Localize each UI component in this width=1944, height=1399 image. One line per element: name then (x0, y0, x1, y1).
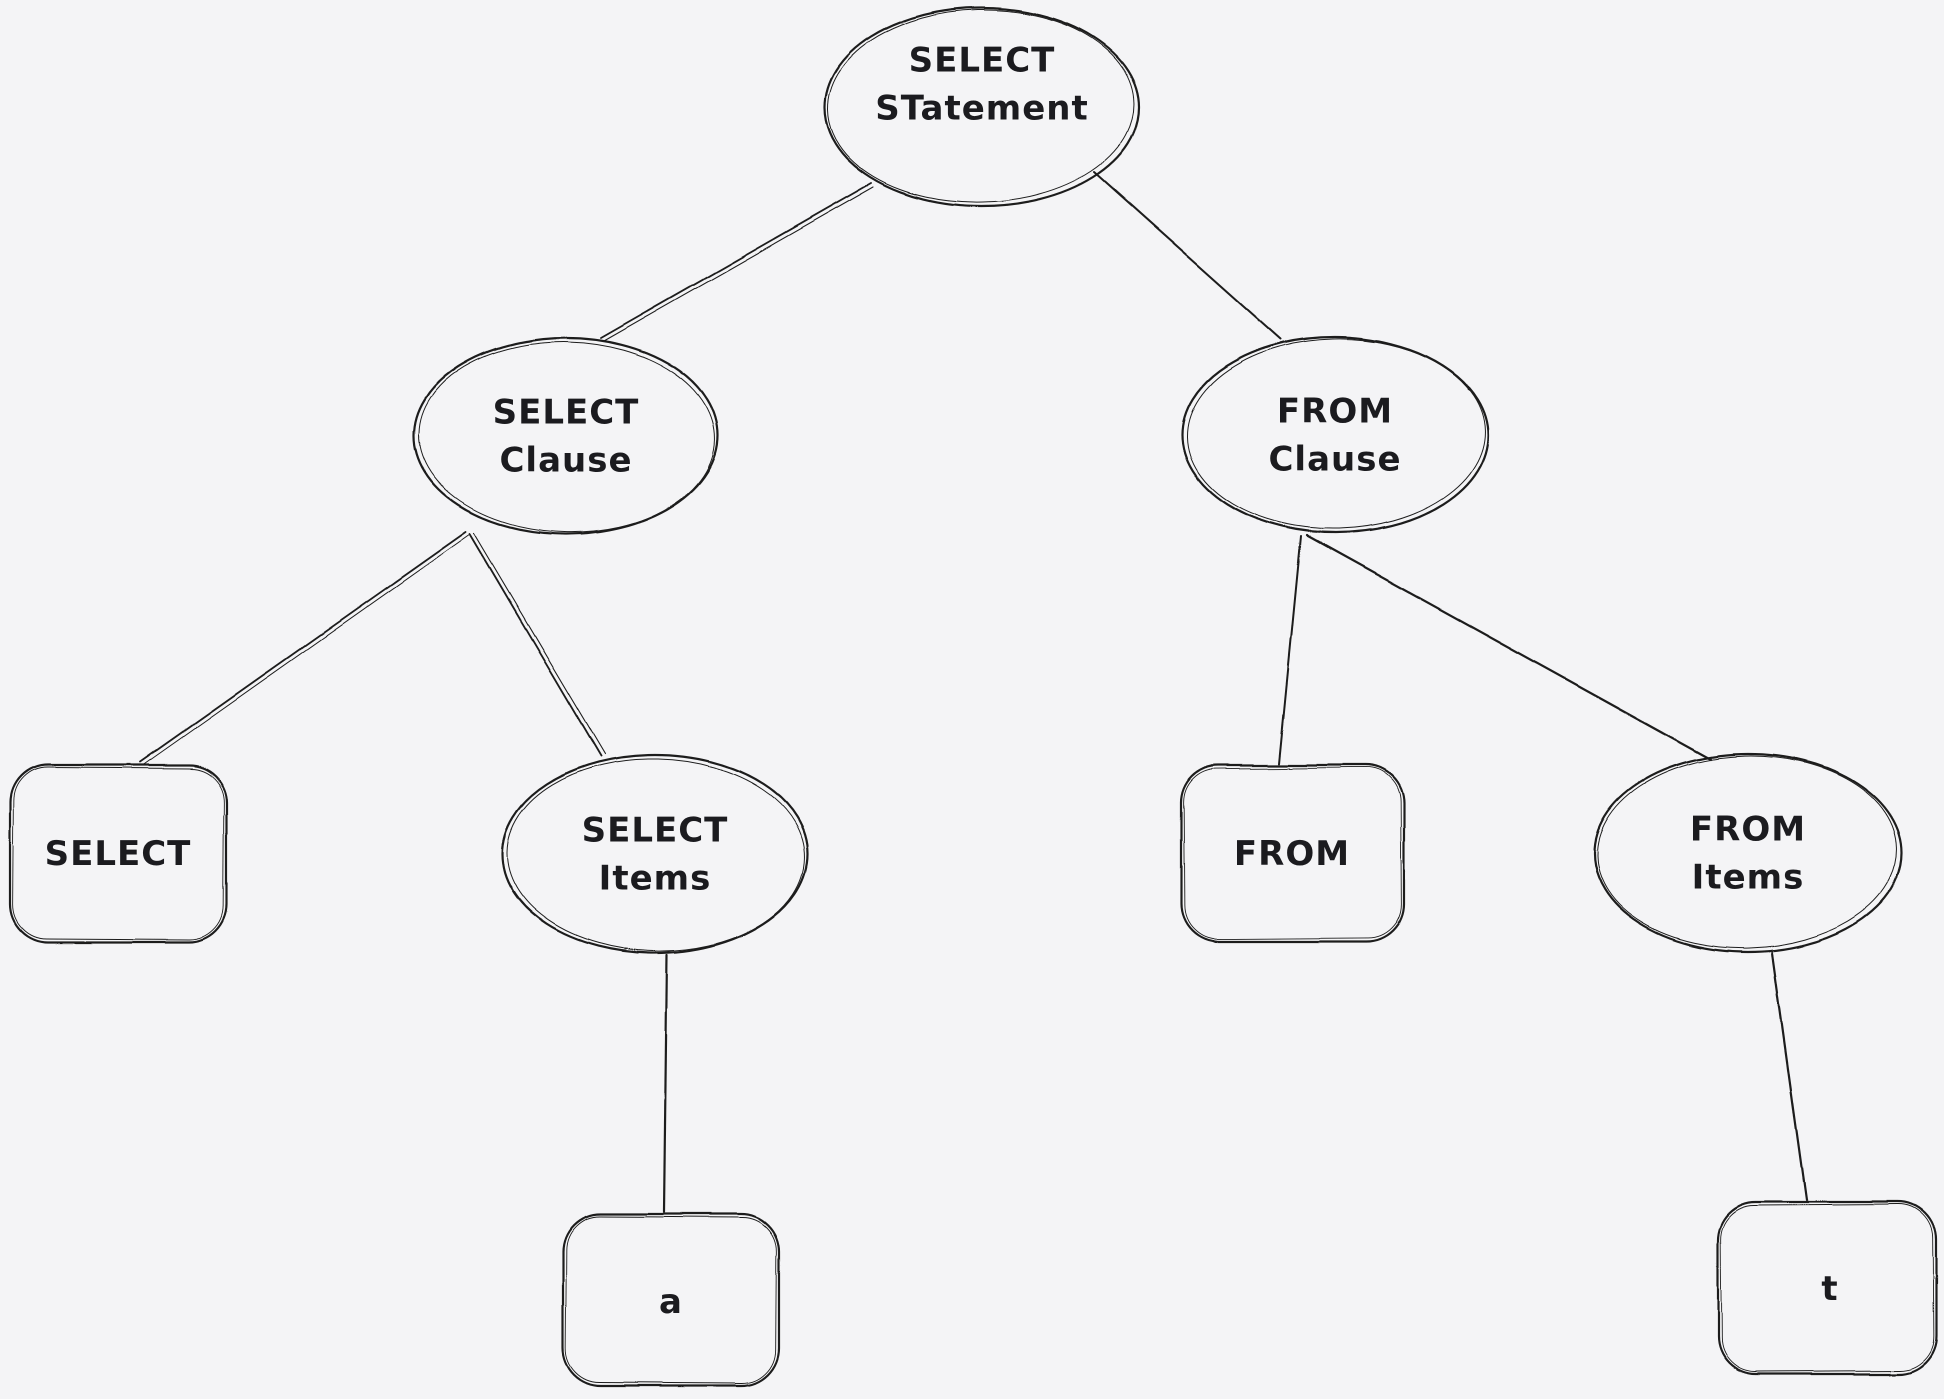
edge-select-statement-select-clause (600, 182, 875, 342)
edge-line (469, 533, 602, 757)
node-select-clause-label: SELECT Clause (492, 392, 640, 480)
rect-outline-second-pass (1720, 1204, 1934, 1372)
node-from-keyword-label: FROM (1233, 834, 1351, 875)
edge-select-statement-from-clause (1093, 171, 1282, 340)
ellipse-outline (1180, 335, 1490, 535)
node-from-items-shape (1592, 752, 1904, 954)
edge-from-clause-from-keyword (1278, 536, 1302, 764)
node-select-keyword-shape (8, 763, 229, 944)
node-item-a-label: a (659, 1282, 683, 1323)
rect-outline (1179, 763, 1406, 944)
edge-line-second-pass (142, 534, 470, 766)
edge-select-items-item-a (662, 953, 669, 1214)
ellipse-outline-second-pass (418, 341, 716, 533)
node-item-t-label: t (1821, 1269, 1839, 1310)
edge-line (1278, 536, 1302, 764)
node-from-clause-shape (1180, 335, 1490, 535)
rect-outline-second-pass (1183, 767, 1402, 940)
ellipse-outline-second-pass (1596, 755, 1898, 949)
node-select-items-label: SELECT Items (581, 810, 729, 898)
edge-from-clause-from-items (1305, 534, 1713, 761)
rect-outline (561, 1212, 781, 1388)
node-item-t-shape (1716, 1200, 1938, 1376)
edge-select-clause-select-keyword (139, 531, 470, 766)
node-from-keyword-shape (1179, 763, 1406, 944)
edge-line-second-pass (603, 186, 875, 342)
ellipse-outline-second-pass (827, 9, 1135, 203)
ellipse-outline-second-pass (1186, 338, 1486, 530)
node-from-items-label: FROM Items (1689, 809, 1807, 897)
edge-line (1305, 534, 1713, 761)
ellipse-outline (1592, 752, 1904, 954)
node-select-keyword-label: SELECT (44, 834, 192, 875)
rect-outline-second-pass (12, 767, 225, 940)
edge-line (600, 182, 873, 339)
ellipse-outline (500, 753, 810, 955)
rect-outline (1716, 1200, 1938, 1376)
node-select-statement-shape (823, 6, 1141, 208)
edge-line (662, 953, 669, 1214)
edge-select-clause-select-items (469, 532, 606, 757)
ellipse-outline (412, 336, 720, 536)
node-select-statement-label: SELECT STatement (875, 40, 1089, 128)
node-item-a-shape (561, 1212, 781, 1388)
edge-line (139, 531, 467, 763)
ellipse-outline (823, 6, 1141, 208)
edge-line (1770, 951, 1808, 1202)
node-select-clause-shape (412, 336, 720, 536)
ellipse-outline-second-pass (506, 758, 806, 952)
node-select-items-shape (500, 753, 810, 955)
rect-outline-second-pass (565, 1216, 777, 1384)
rect-outline (8, 763, 229, 944)
diagram-strokes (8, 6, 1938, 1388)
edge-from-items-item-t (1770, 951, 1808, 1202)
edge-line-second-pass (473, 532, 606, 755)
edge-line (1093, 171, 1282, 340)
node-from-clause-label: FROM Clause (1268, 391, 1402, 479)
